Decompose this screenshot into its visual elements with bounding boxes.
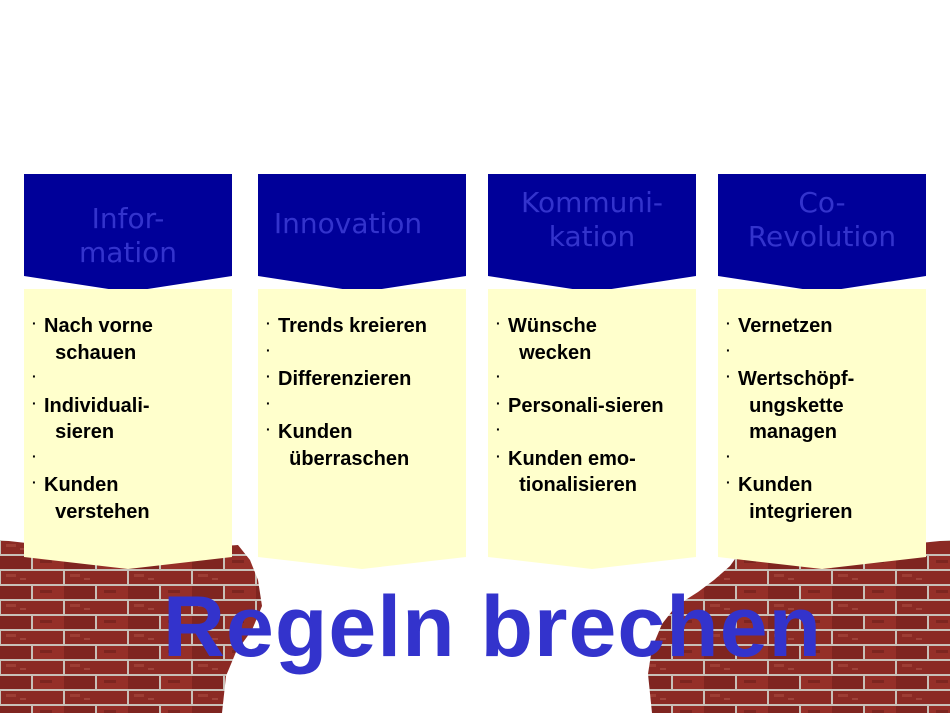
list-item: ·Individuali- sieren bbox=[32, 394, 150, 444]
pillar-co-revolution: Co- Revolution ·Vernetzen · ·Wertschöpf-… bbox=[718, 174, 926, 569]
list-item: ·Kunden integrieren bbox=[726, 474, 853, 523]
pillar-body: ·Trends kreieren · ·Differenzieren · ·Ku… bbox=[258, 289, 466, 569]
list-item: · bbox=[496, 421, 501, 437]
list-item: ·Personali-sieren bbox=[496, 394, 664, 417]
list-item: ·Trends kreieren bbox=[266, 315, 427, 337]
brick-wall-left bbox=[0, 540, 262, 713]
pillar-body: ·Wünsche wecken · ·Personali-sieren · ·K… bbox=[488, 289, 696, 569]
list-item: · bbox=[266, 394, 271, 411]
list-item: ·Wertschöpf- ungskette managen bbox=[726, 368, 855, 443]
list-item: · bbox=[496, 368, 501, 384]
list-item: ·Wünsche wecken bbox=[496, 315, 597, 364]
list-item: ·Kunden überraschen bbox=[266, 421, 410, 470]
list-item: ·Vernetzen bbox=[726, 315, 833, 337]
list-item: ·Nach vorne schauen bbox=[32, 315, 153, 364]
pillar-list: ·Nach vorne schauen · ·Individuali- sier… bbox=[32, 313, 232, 525]
list-item: · bbox=[726, 447, 731, 464]
pillar-list: ·Vernetzen · ·Wertschöpf- ungskette mana… bbox=[726, 313, 926, 525]
brick-wall-right bbox=[648, 540, 950, 713]
pillar-heading: Infor- mation bbox=[78, 202, 178, 269]
pillar-innovation: Innovation ·Trends kreieren · ·Differenz… bbox=[258, 174, 466, 569]
pillar-list: ·Trends kreieren · ·Differenzieren · ·Ku… bbox=[266, 313, 466, 472]
pillar-body: ·Nach vorne schauen · ·Individuali- sier… bbox=[24, 289, 232, 569]
list-item: · bbox=[726, 341, 731, 358]
pillar-list: ·Wünsche wecken · ·Personali-sieren · ·K… bbox=[496, 313, 696, 499]
pillar-communication: Kommuni- kation ·Wünsche wecken · ·Perso… bbox=[488, 174, 696, 569]
list-item: ·Kunden verstehen bbox=[32, 474, 150, 523]
pillar-body: ·Vernetzen · ·Wertschöpf- ungskette mana… bbox=[718, 289, 926, 569]
main-title: Regeln brechen bbox=[162, 579, 823, 675]
list-item: · bbox=[32, 447, 37, 464]
pillar-heading-shape: Kommuni- kation bbox=[488, 174, 696, 292]
pillar-heading-shape: Infor- mation bbox=[24, 174, 232, 292]
pillar-heading: Kommuni- kation bbox=[520, 186, 664, 253]
pillar-heading: Co- Revolution bbox=[747, 186, 897, 253]
pillar-heading: Innovation bbox=[273, 207, 423, 240]
list-item: ·Differenzieren bbox=[266, 368, 412, 390]
pillar-heading-shape: Innovation bbox=[258, 174, 466, 292]
list-item: · bbox=[32, 368, 37, 384]
pillar-heading-shape: Co- Revolution bbox=[718, 174, 926, 292]
list-item: · bbox=[266, 341, 271, 358]
list-item: ·Kunden emo- tionalisieren bbox=[496, 447, 637, 497]
pillar-information: Infor- mation ·Nach vorne schauen · ·Ind… bbox=[24, 174, 232, 569]
